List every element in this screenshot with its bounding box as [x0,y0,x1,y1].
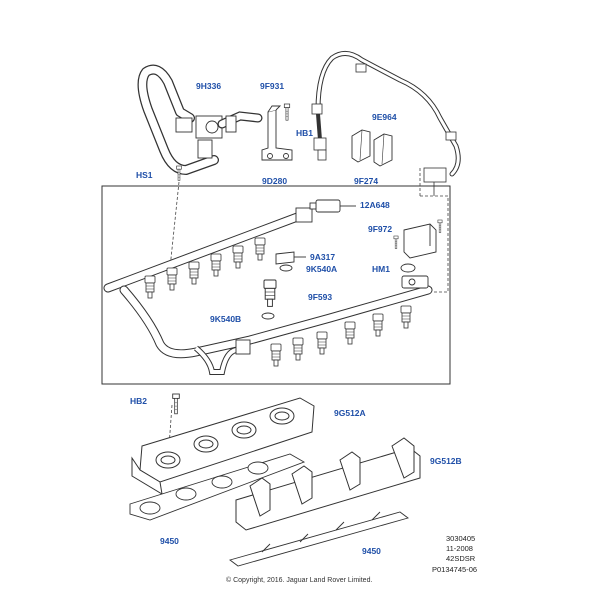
callout-hs1[interactable]: HS1 [136,170,153,180]
copyright-notice: © Copyright, 2016. Jaguar Land Rover Lim… [226,577,373,584]
callout-9h336[interactable]: 9H336 [196,81,222,91]
bolt-hb1[interactable] [283,103,291,121]
reference-model: 42SDSR [446,554,476,563]
callout-9d280[interactable]: 9D280 [262,176,288,186]
intake-manifold-9g512b[interactable] [235,437,421,531]
callout-hb1[interactable]: HB1 [296,128,314,138]
callout-9e964[interactable]: 9E964 [372,112,397,122]
o-ring-9k540b[interactable] [261,312,275,320]
callout-hm1[interactable]: HM1 [372,264,390,274]
callout-9450-a[interactable]: 9450 [160,536,179,546]
regulator-9f972[interactable] [393,219,443,259]
callout-9g512a[interactable]: 9G512A [334,408,366,418]
reference-id: P0134745-06 [432,565,478,574]
callout-9450-b[interactable]: 9450 [362,546,381,556]
vapour-line-9e964[interactable] [311,51,461,196]
fuel-rail-group-frame [101,185,451,385]
gasket-9450-b[interactable] [229,511,409,567]
clip-9a317[interactable] [275,251,306,265]
fuel-rail-9d280[interactable] [103,207,433,375]
fuel-supply-hose-9h336[interactable] [137,64,263,175]
callout-9k540b[interactable]: 9K540B [210,314,242,324]
callout-9f274[interactable]: 9F274 [354,176,379,186]
clips-9f274[interactable] [351,129,393,167]
callout-9f593[interactable]: 9F593 [308,292,333,302]
callout-9a317[interactable]: 9A317 [310,252,336,262]
callout-hb2[interactable]: HB2 [130,396,148,406]
pressure-sensor-12a648[interactable] [309,199,356,213]
callout-9f931[interactable]: 9F931 [260,81,285,91]
bracket-9f931[interactable] [261,105,293,161]
callout-9g512b[interactable]: 9G512B [430,456,462,466]
reference-number: 3030405 [446,534,476,543]
gasket-9450-a[interactable] [129,453,306,521]
o-ring-9k540a[interactable] [279,264,293,272]
callout-9f972[interactable]: 9F972 [368,224,393,234]
callout-9k540a[interactable]: 9K540A [306,264,338,274]
intake-manifold-9g512a[interactable] [131,397,315,495]
fixing-hm1[interactable] [400,263,429,289]
callout-12a648[interactable]: 12A648 [360,200,390,210]
reference-date: 11-2008 [446,544,473,553]
bolt-hb2[interactable] [172,393,180,415]
injector-9f593[interactable] [263,279,277,307]
